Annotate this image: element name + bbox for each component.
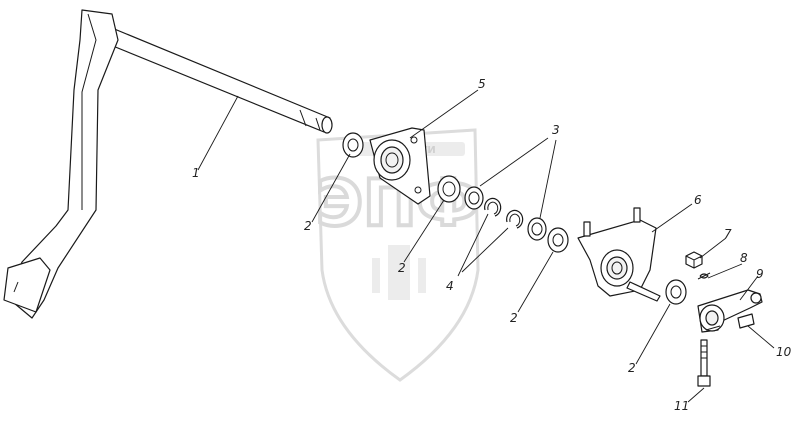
label-5: 5 (478, 77, 486, 91)
part-4-ring-b (506, 209, 524, 229)
part-2-washer-d (665, 279, 687, 305)
label-9: 9 (756, 267, 764, 281)
label-3: 3 (552, 123, 560, 137)
label-1: 1 (192, 166, 200, 180)
part-3-washer-a (464, 186, 484, 210)
label-2b: 2 (398, 261, 406, 275)
label-8: 8 (740, 251, 748, 265)
part-5-bearing-flange (369, 127, 431, 205)
part-4-ring-a (484, 197, 502, 217)
part-2-washer-c (547, 227, 569, 253)
part-2-washer-b (437, 175, 461, 203)
part-9-lever (697, 289, 763, 333)
part-11-bolt (697, 339, 711, 387)
part-2-washer-a (342, 132, 364, 158)
label-4: 4 (446, 279, 454, 293)
label-11: 11 (674, 399, 689, 413)
label-6: 6 (694, 193, 702, 207)
part-1-pedal-shaft (3, 9, 333, 319)
callout-labels: 1 5 3 2 2 4 6 7 8 9 2 2 10 11 (192, 77, 792, 413)
label-2c: 2 (510, 311, 518, 325)
label-7: 7 (724, 227, 732, 241)
part-7-nut (685, 251, 703, 269)
part-10-key (737, 313, 755, 329)
label-10: 10 (776, 345, 792, 359)
part-3-washer-b (527, 217, 547, 241)
label-2d: 2 (628, 361, 636, 375)
part-6-bracket (577, 207, 661, 302)
leader-lines (197, 89, 775, 403)
label-2a: 2 (304, 219, 312, 233)
part-8-lock-washer (697, 272, 711, 280)
